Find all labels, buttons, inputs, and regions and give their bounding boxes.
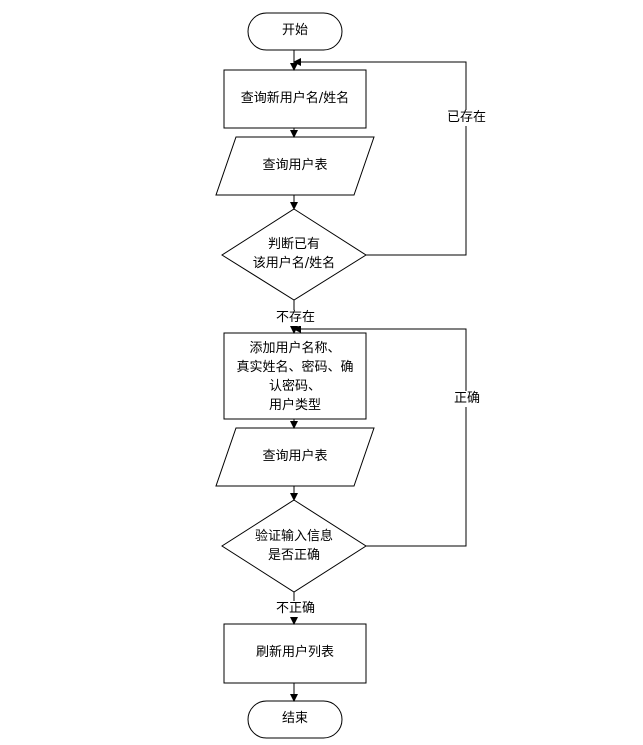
label-incorrect: 不正确 — [275, 601, 317, 617]
label-not-exists: 不存在 — [275, 310, 317, 326]
add-user-process — [223, 332, 367, 420]
refresh-process — [223, 623, 367, 684]
query-table-2-io — [215, 427, 375, 487]
label-exists: 已存在 — [446, 110, 488, 126]
query-new-label: 查询新用户名/姓名 — [240, 91, 350, 106]
query-new-process — [223, 69, 367, 129]
refresh-label: 刷新用户列表 — [255, 645, 334, 660]
decision-valid-line2: 是否正确 — [267, 548, 320, 563]
start-label: 开始 — [281, 23, 308, 38]
query-table-1-io — [215, 136, 375, 196]
label-correct: 正确 — [453, 391, 482, 407]
decision-exists-line1: 判断已有 — [267, 237, 320, 252]
loop-correct — [293, 325, 467, 547]
end-label: 结束 — [281, 711, 308, 726]
add-line2: 真实姓名、密码、确 — [236, 360, 354, 375]
query-table-2-label: 查询用户表 — [262, 449, 328, 464]
decision-exists-line2: 该用户名/姓名 — [252, 256, 336, 271]
add-line3: 认密码、 — [268, 379, 321, 394]
start-terminal — [247, 12, 343, 51]
loop-exists — [293, 58, 467, 256]
decision-valid-line1: 验证输入信息 — [254, 529, 333, 544]
add-line4: 用户类型 — [268, 398, 321, 413]
query-table-1-label: 查询用户表 — [262, 158, 328, 173]
add-line1: 添加用户名称、 — [249, 341, 341, 356]
